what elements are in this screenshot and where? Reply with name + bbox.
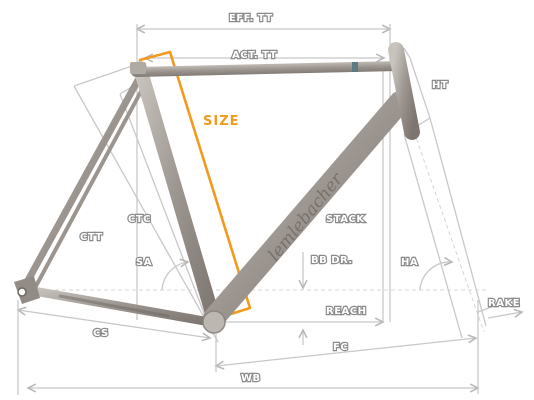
dimension-labels: EFF. TT ACT. TT HT SIZE CTT CTC STACK SA…: [79, 12, 521, 385]
ctt-line: [73, 65, 133, 87]
bottom-bracket: [202, 310, 226, 334]
label-size: SIZE: [203, 114, 240, 129]
label-bb-drop: BB DR.: [311, 255, 353, 266]
label-stack: STACK: [326, 214, 365, 225]
label-sa: SA: [136, 257, 152, 268]
label-reach: REACH: [326, 306, 366, 317]
label-act-tt: ACT. TT: [232, 50, 277, 61]
rake-line: [477, 299, 511, 313]
label-ctt: CTT: [80, 232, 103, 243]
label-rake: RAKE: [488, 298, 520, 309]
dimension-lines: [18, 24, 522, 395]
label-wb: WB: [241, 373, 261, 384]
ht-line: [409, 57, 431, 119]
rear-dropout: [14, 276, 40, 304]
label-cs: CS: [93, 328, 109, 339]
label-ht: HT: [432, 80, 448, 91]
ha-arc: [419, 262, 452, 291]
bike-frame: [14, 42, 420, 334]
label-ctc: CTC: [128, 214, 151, 225]
label-ha: HA: [401, 257, 418, 268]
sa-arc: [161, 262, 188, 291]
label-fc: FC: [333, 342, 348, 353]
label-eff-tt: EFF. TT: [229, 13, 273, 24]
cs-line: [18, 310, 210, 338]
fc-line: [216, 338, 476, 366]
